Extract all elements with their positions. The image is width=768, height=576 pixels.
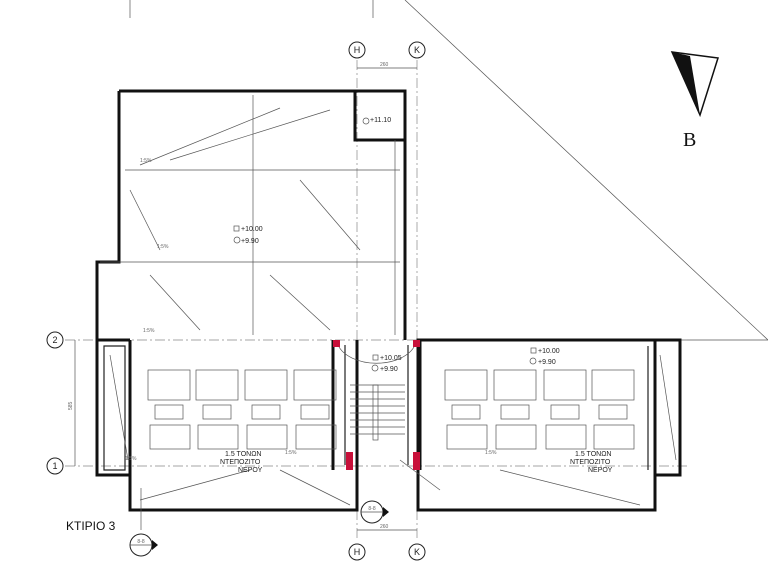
grid-bubble-H-top: H <box>348 41 366 59</box>
left-wing <box>103 345 126 471</box>
dimension-bottom: 260 <box>380 524 389 530</box>
solar-panels-right <box>444 369 635 450</box>
upper-room-wall <box>353 91 405 142</box>
right-block-level: +10.00 +9.90 <box>529 347 560 366</box>
slope-label: 1:5% <box>140 158 152 164</box>
svg-text:1.5 ΤΟΝΩΝ: 1.5 ΤΟΝΩΝ <box>225 451 262 458</box>
slope-label: 1:5% <box>125 456 137 462</box>
north-arrow-icon <box>670 51 719 118</box>
upper-main-level: +10.00 +9.90 <box>233 225 263 245</box>
svg-text:1: 1 <box>52 461 57 471</box>
svg-text:+9.90: +9.90 <box>241 238 259 245</box>
diagonal-line <box>404 0 768 341</box>
slope-label: 1:5% <box>485 450 497 456</box>
svg-text:2: 2 <box>52 335 57 345</box>
water-tank-label-left: 1.5 ΤΟΝΩΝ ΝΤΕΠΟΖΙΤΟ ΝΕΡΟΥ <box>220 451 263 474</box>
section-mark-center: 8-8 <box>360 500 389 524</box>
svg-text:ΝΕΡΟΥ: ΝΕΡΟΥ <box>238 467 263 474</box>
drainage-lines <box>109 354 677 506</box>
upper-block-lines <box>100 95 400 335</box>
solar-panels-left <box>147 369 337 450</box>
stair-core: +10.05 +9.90 <box>331 340 422 470</box>
svg-text:+9.90: +9.90 <box>538 359 556 366</box>
svg-text:ΝΤΕΠΟΖΙΤΟ: ΝΤΕΠΟΖΙΤΟ <box>220 459 261 466</box>
dimension-side: 585 <box>68 401 74 410</box>
svg-text:K: K <box>414 547 420 557</box>
svg-text:H: H <box>354 547 361 557</box>
dimension-top: 260 <box>380 62 389 68</box>
svg-text:H: H <box>354 45 361 55</box>
svg-text:+10.00: +10.00 <box>241 226 263 233</box>
slope-label: 1:5% <box>143 328 155 334</box>
slope-label: 1:5% <box>285 450 297 456</box>
upper-room-level: +11.10 <box>362 117 391 125</box>
grid-bubble-K-top: K <box>408 41 426 59</box>
upper-block-walls <box>95 89 407 342</box>
svg-text:K: K <box>414 45 420 55</box>
svg-text:ΝΕΡΟΥ: ΝΕΡΟΥ <box>588 467 613 474</box>
svg-text:+11.10: +11.10 <box>370 117 391 124</box>
svg-text:8-8: 8-8 <box>368 506 375 512</box>
svg-text:8-8: 8-8 <box>137 539 144 545</box>
svg-text:+10.05: +10.05 <box>380 355 402 362</box>
grid-bubble-1: 1 <box>46 457 64 475</box>
grid-bubble-K-bottom: K <box>408 543 426 561</box>
section-mark-left: 8-8 <box>129 488 158 557</box>
north-label: B <box>683 129 696 151</box>
right-wing <box>655 338 682 477</box>
water-tank-label-right: 1.5 ΤΟΝΩΝ ΝΤΕΠΟΖΙΤΟ ΝΕΡΟΥ <box>570 451 613 474</box>
grid-bubble-2: 2 <box>46 331 64 349</box>
svg-text:+10.00: +10.00 <box>538 348 560 355</box>
svg-text:+9.90: +9.90 <box>380 366 398 373</box>
slope-label: 1:5% <box>157 244 169 250</box>
building-title: ΚΤΙΡΙΟ 3 <box>66 519 116 533</box>
grid-bubble-H-bottom: H <box>348 543 366 561</box>
svg-text:ΝΤΕΠΟΖΙΤΟ: ΝΤΕΠΟΖΙΤΟ <box>570 459 611 466</box>
svg-text:1.5 ΤΟΝΩΝ: 1.5 ΤΟΝΩΝ <box>575 451 612 458</box>
